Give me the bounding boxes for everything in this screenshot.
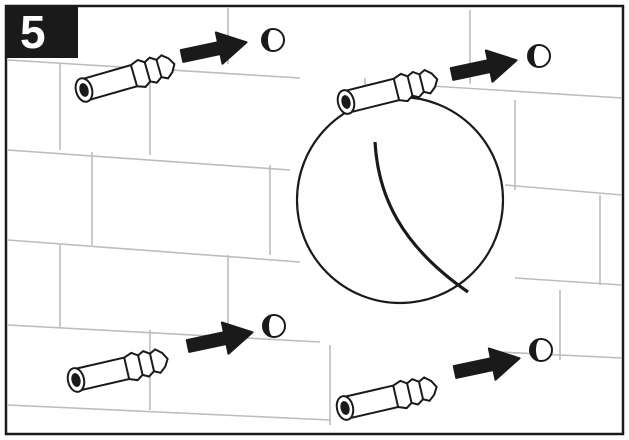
step-number-badge: 5 (6, 6, 78, 58)
drill-hole-bottom-left (262, 314, 286, 338)
drill-hole-top-left (261, 28, 285, 52)
insert-arrow-bottom-right (452, 347, 521, 381)
drill-hole-top-right (527, 44, 551, 68)
wall-plug-icon (74, 54, 176, 103)
wall-plug-bottom-right (335, 376, 438, 421)
insert-arrow-top-left (179, 31, 248, 65)
insert-arrow-icon (179, 31, 248, 65)
panel-frame (4, 4, 625, 436)
drill-hole-icon (261, 28, 285, 52)
drill-hole-bottom-right (529, 338, 553, 362)
wall-plug-top-left (74, 54, 176, 103)
wall-plug-bottom-left (66, 348, 169, 393)
insert-arrow-top-right (449, 49, 518, 83)
insert-arrow-bottom-left (185, 321, 254, 355)
pipe-opening-icon (295, 95, 505, 305)
wall-plug-top-right (336, 68, 439, 115)
step-number: 5 (20, 6, 46, 58)
